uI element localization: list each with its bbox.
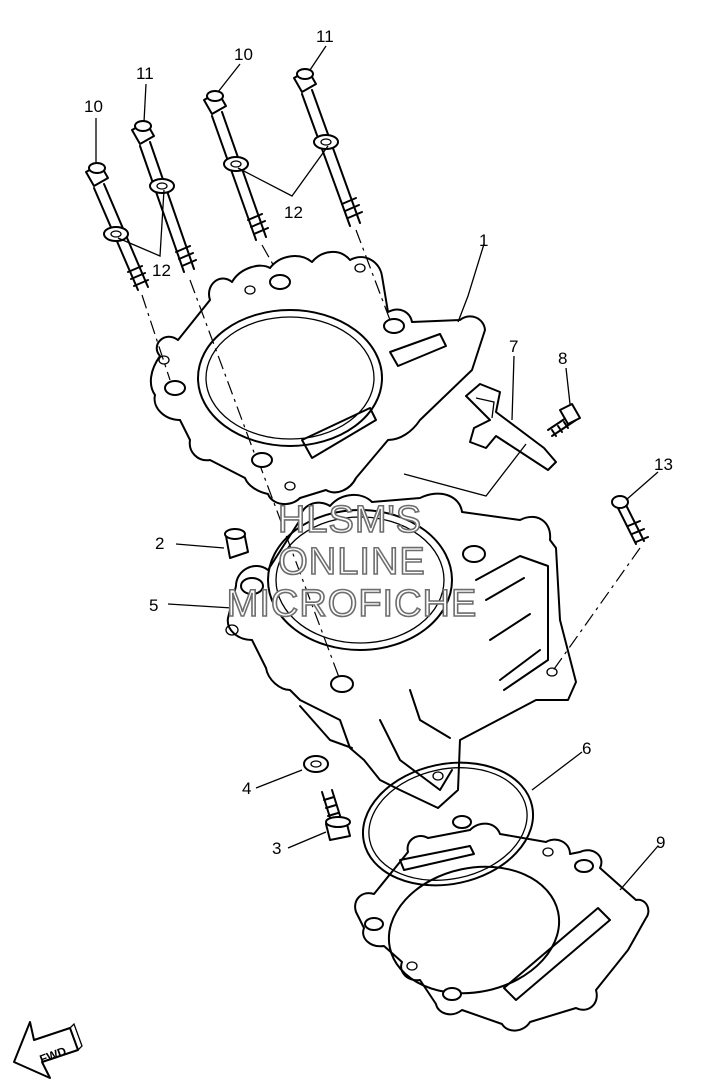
watermark-line-2: ONLINE — [278, 541, 425, 583]
washer-12-a[interactable] — [103, 226, 129, 242]
callout-12-right: 12 — [284, 203, 303, 222]
bolt-8[interactable] — [547, 403, 581, 437]
callout-3: 3 — [272, 839, 281, 858]
callout-6: 6 — [582, 739, 591, 758]
dowel-pin-2[interactable] — [224, 528, 249, 559]
callout-7: 7 — [509, 337, 518, 356]
bolt-11-right[interactable] — [293, 68, 363, 227]
callout-1: 1 — [479, 231, 488, 250]
callout-5: 5 — [149, 596, 158, 615]
chain-guide[interactable] — [465, 383, 557, 471]
callout-11-right: 11 — [316, 27, 334, 46]
callout-13: 13 — [654, 455, 673, 474]
head-gasket[interactable] — [149, 251, 486, 506]
callout-4: 4 — [242, 779, 251, 798]
watermark-line-3: MICROFICHE — [227, 583, 478, 625]
washer-12-d[interactable] — [313, 134, 339, 150]
bolt-3[interactable] — [321, 789, 351, 841]
bolt-10-left[interactable] — [85, 162, 149, 291]
callout-11-left: 11 — [136, 64, 154, 83]
bolt-11-left[interactable] — [131, 120, 197, 273]
callout-12-left: 12 — [152, 261, 171, 280]
fwd-label: FWD — [38, 1044, 69, 1067]
base-gasket[interactable] — [354, 815, 650, 1032]
bolt-10-right[interactable] — [203, 90, 269, 241]
leader-lines — [95, 45, 659, 891]
washer-12-c[interactable] — [223, 156, 249, 172]
bolt-13[interactable] — [611, 495, 649, 545]
callout-8: 8 — [558, 349, 567, 368]
washer-4[interactable] — [303, 755, 329, 773]
watermark-line-1: HLSM'S — [278, 499, 422, 541]
callout-labels: 1 2 3 4 5 6 7 8 9 10 10 11 11 12 12 13 — [84, 27, 673, 858]
watermark: HLSM'S ONLINE MICROFICHE — [226, 498, 478, 626]
washer-12-b[interactable] — [149, 178, 175, 194]
callout-10-right: 10 — [234, 45, 253, 64]
fwd-arrow-icon: FWD — [13, 1021, 83, 1079]
callout-2: 2 — [155, 534, 164, 553]
callout-10-left: 10 — [84, 97, 103, 116]
o-ring[interactable] — [351, 747, 544, 900]
callout-9: 9 — [656, 833, 665, 852]
cylinder-block[interactable] — [225, 492, 577, 809]
